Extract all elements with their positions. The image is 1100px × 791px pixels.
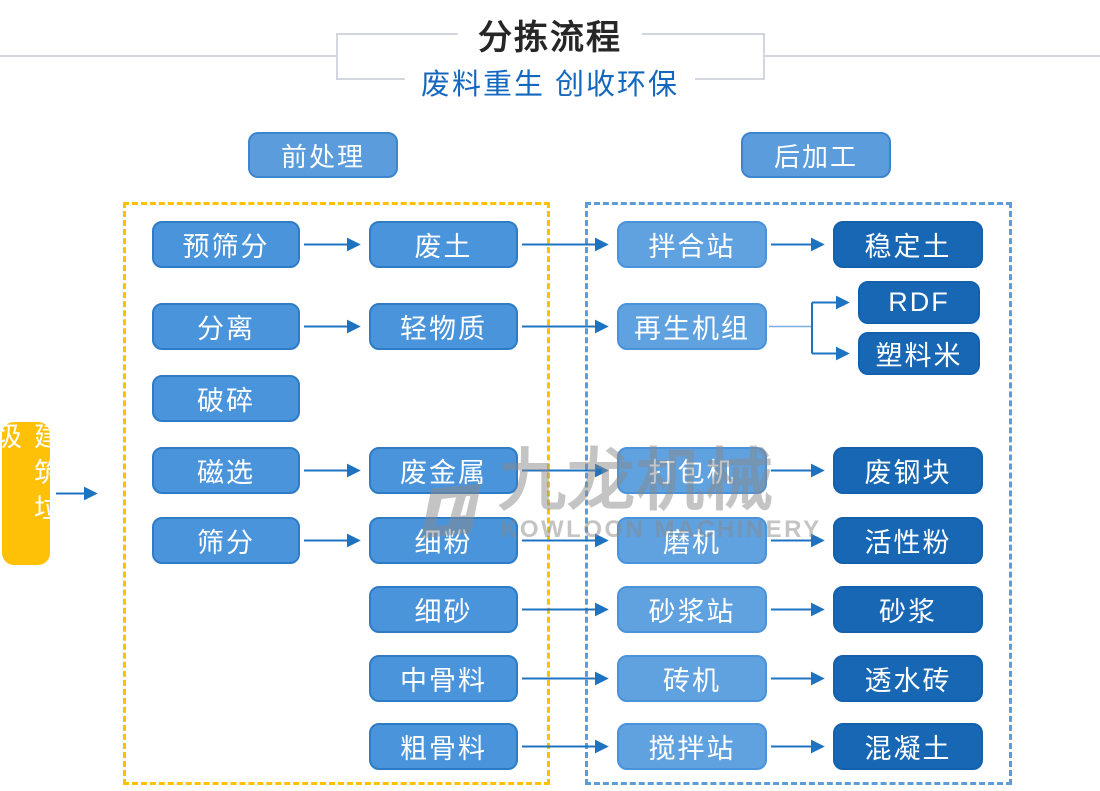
flow-node-plastic-pellet: 塑料米	[858, 332, 980, 375]
flow-node-waste-soil: 废土	[369, 221, 518, 268]
flow-node-medium-aggregate: 中骨料	[369, 655, 518, 702]
section-label-post-processing: 后加工	[741, 132, 891, 178]
page-subtitle: 废料重生 创收环保	[0, 61, 1100, 103]
flow-node-recycling-unit: 再生机组	[617, 303, 767, 350]
source-box-construction-waste: 建筑垃圾	[0, 422, 60, 565]
flow-node-stabilized-soil: 稳定土	[833, 221, 983, 268]
pre-processing-frame	[123, 202, 550, 785]
flow-node-separate: 分离	[152, 303, 300, 350]
flow-node-mill: 磨机	[617, 517, 767, 564]
flow-node-permeable-brick: 透水砖	[833, 655, 983, 702]
flow-node-active-powder: 活性粉	[833, 517, 983, 564]
flow-node-screen: 筛分	[152, 517, 300, 564]
flow-node-mortar-plant: 砂浆站	[617, 586, 767, 633]
page-title-text: 分拣流程	[458, 10, 642, 59]
page-subtitle-text: 废料重生 创收环保	[404, 61, 696, 103]
flow-node-fine-powder: 细粉	[369, 517, 518, 564]
flow-node-waste-metal: 废金属	[369, 447, 518, 494]
flow-node-brick-machine: 砖机	[617, 655, 767, 702]
section-label-pre-processing: 前处理	[248, 132, 398, 178]
post-processing-frame	[585, 202, 1012, 785]
flow-node-fine-sand: 细砂	[369, 586, 518, 633]
flow-node-pre-screen: 预筛分	[152, 221, 300, 268]
flow-node-concrete: 混凝土	[833, 723, 983, 770]
page-title: 分拣流程	[0, 10, 1100, 59]
flow-node-rdf: RDF	[858, 281, 980, 324]
flow-node-mortar: 砂浆	[833, 586, 983, 633]
flow-node-light-material: 轻物质	[369, 303, 518, 350]
flow-node-steel-scrap: 废钢块	[833, 447, 983, 494]
flow-node-coarse-aggregate: 粗骨料	[369, 723, 518, 770]
flow-node-magnetic-sort: 磁选	[152, 447, 300, 494]
flow-node-baler: 打包机	[617, 447, 767, 494]
flow-node-mixing-plant: 拌合站	[617, 221, 767, 268]
flow-node-concrete-plant: 搅拌站	[617, 723, 767, 770]
flow-node-crush: 破碎	[152, 375, 300, 422]
